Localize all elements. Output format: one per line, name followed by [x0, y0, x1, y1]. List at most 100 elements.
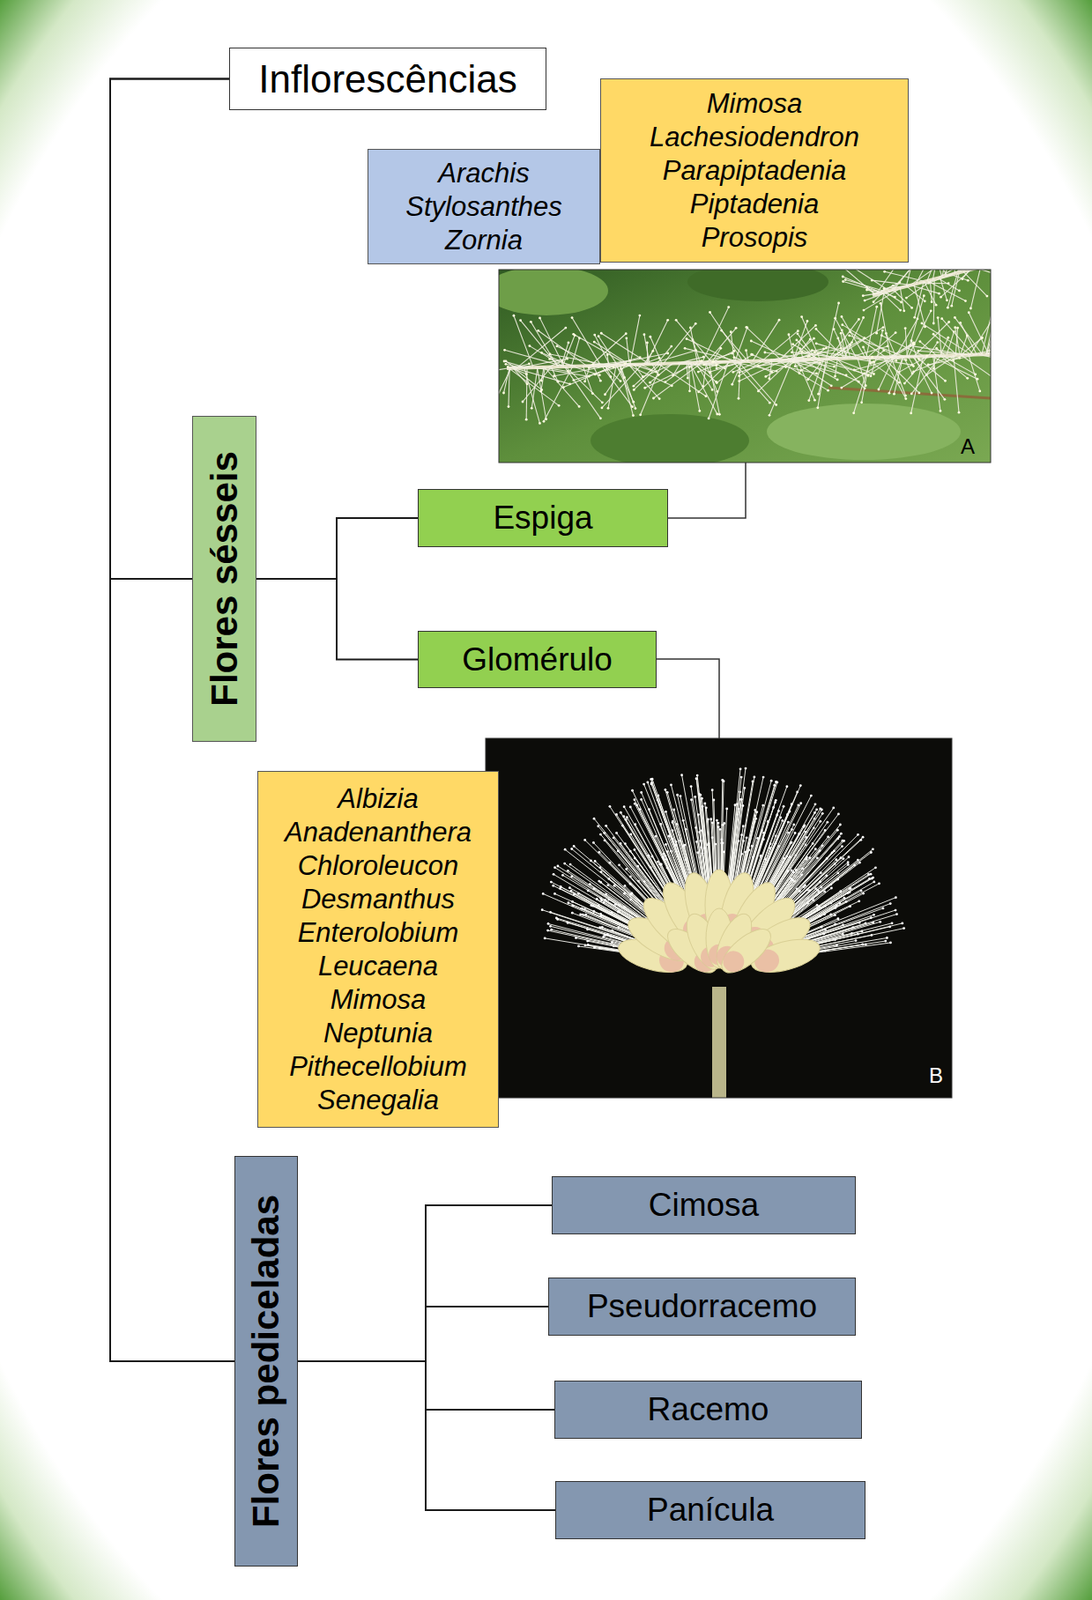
anther — [584, 913, 587, 917]
peduncle — [712, 987, 727, 1099]
stamen — [516, 327, 566, 369]
anther — [882, 906, 885, 910]
anther — [603, 839, 607, 842]
anther — [594, 860, 597, 863]
stamen — [572, 318, 602, 366]
stamen — [594, 341, 630, 365]
anther — [825, 857, 829, 861]
stamen — [538, 330, 587, 366]
anther — [947, 320, 951, 324]
stamen — [809, 359, 859, 382]
stamen — [861, 357, 870, 403]
stamen — [650, 364, 674, 384]
anther — [546, 929, 550, 933]
anther — [696, 774, 699, 778]
anther — [744, 767, 748, 771]
stamen — [498, 368, 512, 412]
anther — [714, 364, 718, 368]
anther — [782, 805, 786, 809]
anther — [569, 863, 572, 867]
anther — [833, 913, 837, 917]
anther — [657, 373, 661, 377]
anther — [770, 780, 773, 783]
anther — [877, 388, 881, 392]
anther — [632, 798, 636, 802]
stamen — [954, 317, 982, 355]
anther — [837, 813, 840, 817]
anther — [787, 821, 790, 825]
anther — [740, 853, 743, 856]
stamen — [739, 361, 765, 377]
stamen — [960, 337, 983, 356]
stamen — [867, 333, 896, 358]
anther — [946, 336, 950, 340]
leaf — [766, 403, 961, 461]
anther — [567, 341, 571, 345]
anther — [985, 295, 988, 298]
anther — [912, 364, 915, 368]
anther — [764, 375, 767, 379]
anther — [730, 383, 734, 387]
category-label: Flores pediceladas — [244, 1195, 289, 1529]
anther — [619, 811, 623, 815]
stamen — [793, 360, 800, 374]
anther — [695, 777, 699, 780]
anther — [690, 798, 693, 802]
anther — [624, 332, 628, 335]
stamen — [947, 273, 958, 308]
anther — [750, 845, 754, 848]
anther — [841, 275, 845, 279]
anther — [798, 371, 802, 375]
anther — [838, 835, 841, 839]
anther — [763, 351, 766, 355]
anther — [740, 833, 743, 837]
anther — [648, 381, 652, 385]
anther — [939, 296, 943, 299]
stamen — [955, 327, 960, 356]
stamen — [519, 358, 567, 368]
anther — [892, 393, 896, 396]
anther — [725, 807, 728, 810]
stamen — [911, 356, 924, 414]
anther — [543, 936, 547, 940]
anther — [507, 405, 511, 409]
anther — [512, 314, 516, 318]
stamen — [832, 327, 884, 360]
anther — [839, 386, 843, 390]
anther — [727, 305, 730, 309]
anther — [832, 365, 836, 369]
anther — [666, 352, 669, 356]
stamen — [968, 355, 981, 392]
anther — [759, 854, 763, 858]
anther — [757, 364, 760, 368]
anther — [581, 913, 585, 917]
anther — [882, 326, 885, 329]
anther — [735, 326, 738, 330]
anther — [541, 908, 544, 912]
anther — [976, 378, 980, 381]
stamen — [585, 365, 591, 382]
anther — [945, 298, 949, 302]
stamen — [690, 327, 698, 364]
anther — [553, 892, 557, 896]
anther — [818, 914, 822, 918]
anther — [894, 909, 898, 913]
anther — [871, 847, 875, 851]
anther — [580, 907, 584, 911]
anther — [598, 866, 602, 870]
flower-spike — [498, 269, 991, 425]
stamen — [883, 357, 906, 400]
anther — [848, 887, 852, 891]
anther — [573, 334, 577, 337]
anther — [834, 858, 838, 862]
anther — [917, 392, 921, 395]
anther — [842, 839, 846, 843]
anther — [936, 316, 940, 320]
anther — [898, 309, 902, 312]
stamen — [884, 291, 901, 303]
stamen — [889, 343, 914, 357]
anther — [820, 809, 824, 812]
anther — [780, 819, 784, 823]
stamen — [735, 327, 748, 363]
anther — [815, 341, 818, 345]
